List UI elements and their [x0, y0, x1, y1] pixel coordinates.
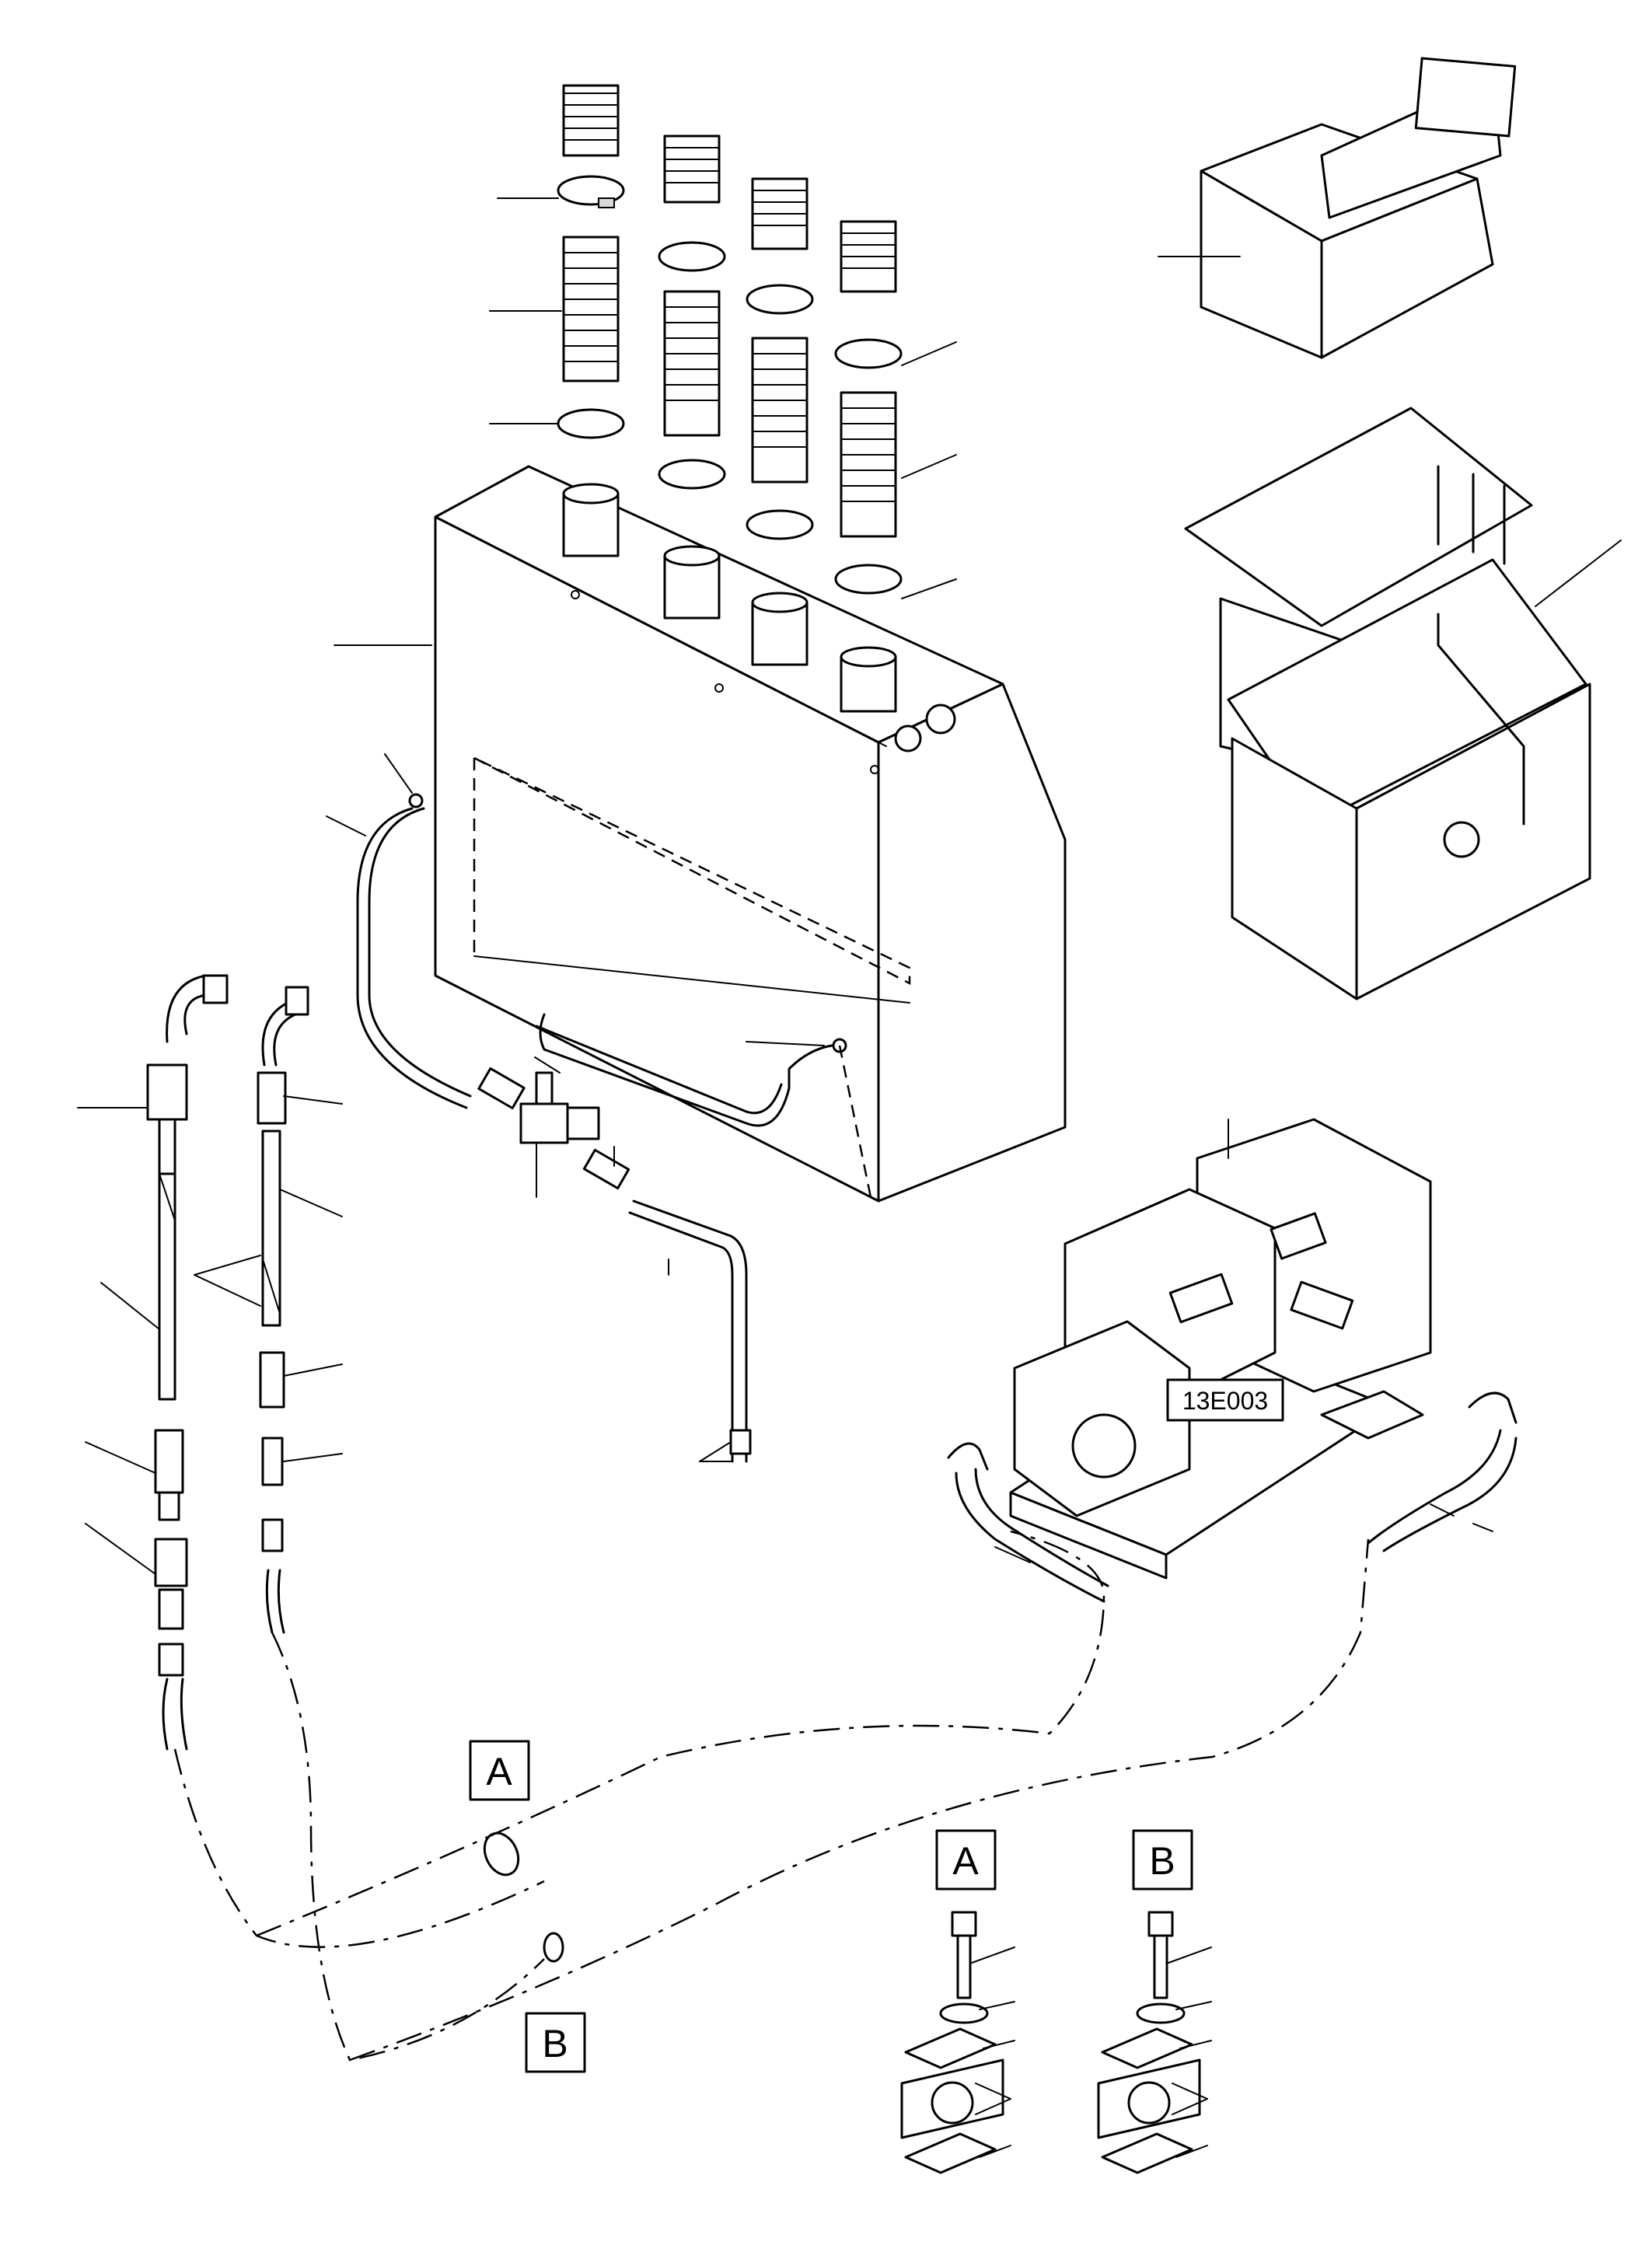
detail-a-callout: A: [469, 1740, 530, 1877]
route-line-b: [349, 1538, 1370, 2062]
leader-lines-top: [326, 197, 957, 836]
detail-a-label-main: A: [486, 1750, 512, 1793]
hose-stack-2: [658, 134, 726, 620]
detail-b-label-main: B: [542, 2022, 568, 2065]
clamp-detail-a: A: [900, 1829, 1015, 2174]
detail-b-label: B: [1149, 1839, 1175, 1883]
figure-code: 13E003: [1182, 1387, 1268, 1415]
route-line-a: [256, 1530, 1105, 1937]
machine-enclosure-view: [1184, 407, 1622, 1000]
detail-a-label: A: [952, 1839, 979, 1883]
hose-stack-3: [746, 177, 814, 666]
machine-console-view: [1158, 57, 1517, 359]
figure-code-box: 13E003: [1166, 1378, 1284, 1422]
pump-assembly: [1009, 1118, 1432, 1580]
hose-stack-4: [834, 220, 903, 713]
hose-stack-1: [557, 84, 625, 557]
pump-hoses: [947, 1391, 1518, 1603]
hose-assembly-left-1: [77, 974, 545, 1948]
oil-tank: [434, 465, 1067, 1203]
tank-pipework: [356, 793, 872, 1463]
clamp-detail-b: B: [1097, 1829, 1212, 2174]
detail-b-callout: B: [525, 1932, 586, 2073]
hose-assembly-left-2: [194, 986, 545, 2062]
